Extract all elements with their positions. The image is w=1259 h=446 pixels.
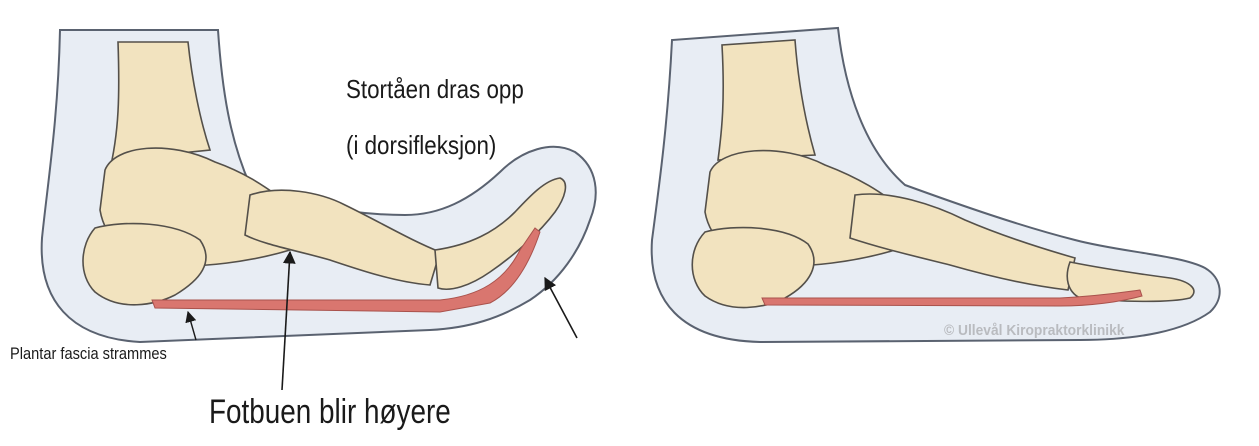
arch-label: Fotbuen blir høyere [209,393,451,432]
toe-dorsiflexion-sublabel: (i dorsifleksjon) [346,130,496,161]
copyright-watermark: © Ullevål Kiropraktorklinikk [944,322,1124,339]
plantar-fascia-label: Plantar fascia strammes [10,344,167,364]
right-foot [652,28,1220,342]
toe-dorsiflexion-label: Stortåen dras opp [346,74,524,105]
toe-arrow [545,278,577,338]
